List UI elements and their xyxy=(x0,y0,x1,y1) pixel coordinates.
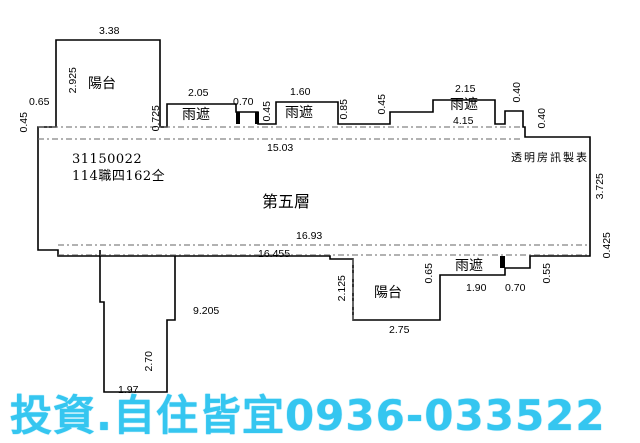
dim-label: 0.70 xyxy=(505,282,526,294)
lot-number: 114職四162仝 xyxy=(72,169,166,184)
canopy-label-4: 雨遮 xyxy=(455,258,483,274)
dim-label: 9.205 xyxy=(193,305,220,317)
dim-label: 2.75 xyxy=(389,324,410,336)
dim-label: 15.03 xyxy=(267,142,294,154)
dim-label: 3.38 xyxy=(99,25,120,37)
dim-label: 2.70 xyxy=(142,351,155,372)
stair-extension xyxy=(99,250,176,393)
dim-label: 2.15 xyxy=(455,83,476,95)
dim-label: 0.40 xyxy=(510,82,523,103)
dim-label: 1.60 xyxy=(290,86,311,98)
dim-label: 0.70 xyxy=(233,96,254,108)
dim-label: 0.55 xyxy=(540,263,553,284)
dim-label: 0.45 xyxy=(260,101,273,122)
balcony-label-bottom: 陽台 xyxy=(374,285,402,301)
wall-mark xyxy=(500,256,505,268)
dim-label: 0.40 xyxy=(535,108,548,129)
dim-label: 0.65 xyxy=(29,96,50,108)
wall-mark xyxy=(255,112,259,124)
canopy-label-3: 雨遮 xyxy=(450,97,478,113)
dim-label: 4.15 xyxy=(453,115,474,127)
floor-label: 第五層 xyxy=(262,192,311,211)
source-label: 透明房訊製表 xyxy=(511,151,589,164)
dim-label: 2.05 xyxy=(188,87,209,99)
dim-label: 1.97 xyxy=(118,384,139,396)
dim-label: 0.45 xyxy=(17,112,30,133)
dim-label: 16.93 xyxy=(296,230,323,242)
dim-label: 0.85 xyxy=(337,99,350,120)
dim-label: 0.65 xyxy=(422,263,435,284)
dim-label: 2.925 xyxy=(66,67,79,94)
dim-label: 0.425 xyxy=(600,232,613,259)
dim-label: 3.725 xyxy=(593,173,606,200)
contact-watermark: 投資.自住皆宜0936-033522 xyxy=(10,391,606,440)
canopy-label-1: 雨遮 xyxy=(182,107,210,123)
wall-mark xyxy=(236,112,240,124)
dim-label: 0.45 xyxy=(375,94,388,115)
canopy-label-2: 雨遮 xyxy=(285,105,313,121)
dim-label: 16.455 xyxy=(258,248,291,260)
balcony-label-top: 陽台 xyxy=(88,76,116,92)
building-code: 31150022 xyxy=(72,152,143,167)
dim-label: 2.125 xyxy=(335,275,348,302)
dim-label: 1.90 xyxy=(466,282,487,294)
dim-label: 0.725 xyxy=(149,105,162,132)
